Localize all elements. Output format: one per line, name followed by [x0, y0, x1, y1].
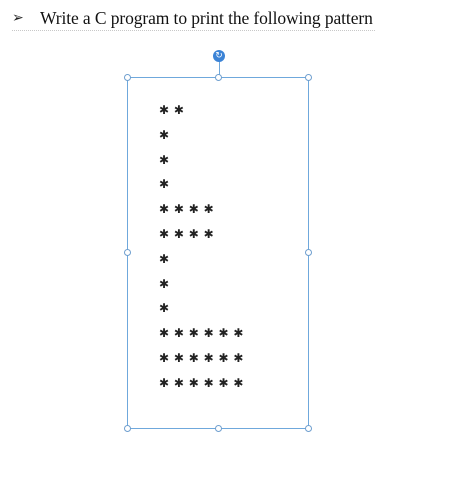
pattern-row: ✱ — [159, 152, 170, 167]
arrow-bullet-icon: ➢ — [12, 10, 24, 26]
pattern-row: ✱ ✱ ✱ ✱ ✱ ✱ — [159, 350, 244, 365]
resize-handle-bottom-left[interactable] — [124, 425, 131, 432]
pattern-row: ✱ ✱ ✱ ✱ ✱ ✱ — [159, 375, 244, 390]
pattern-row: ✱ — [159, 301, 170, 316]
resize-handle-bottom-right[interactable] — [305, 425, 312, 432]
resize-handle-bottom-center[interactable] — [215, 425, 222, 432]
star-pattern[interactable]: ✱ ✱ ✱ ✱ ✱ ✱ ✱ ✱ ✱ ✱ ✱ ✱ ✱ ✱ ✱ ✱ ✱ ✱ ✱ ✱ … — [159, 98, 244, 396]
pattern-row: ✱ ✱ — [159, 103, 185, 117]
pattern-row: ✱ — [159, 127, 170, 142]
rotate-icon[interactable]: ↻ — [213, 50, 225, 62]
pattern-row: ✱ ✱ ✱ ✱ — [159, 226, 215, 241]
bullet-paragraph[interactable]: ➢ Write a C program to print the followi… — [12, 6, 375, 31]
pattern-row: ✱ ✱ ✱ ✱ — [159, 202, 215, 217]
resize-handle-top-center[interactable] — [215, 74, 222, 81]
pattern-row: ✱ ✱ ✱ ✱ ✱ ✱ — [159, 326, 244, 341]
pattern-row: ✱ — [159, 177, 170, 192]
rotate-stem — [218, 60, 220, 77]
resize-handle-top-right[interactable] — [305, 74, 312, 81]
resize-handle-top-left[interactable] — [124, 74, 131, 81]
paragraph-text[interactable]: Write a C program to print the following… — [40, 7, 373, 28]
resize-handle-middle-right[interactable] — [305, 249, 312, 256]
pattern-row: ✱ — [159, 251, 170, 266]
pattern-row: ✱ — [159, 276, 170, 291]
resize-handle-middle-left[interactable] — [124, 249, 131, 256]
